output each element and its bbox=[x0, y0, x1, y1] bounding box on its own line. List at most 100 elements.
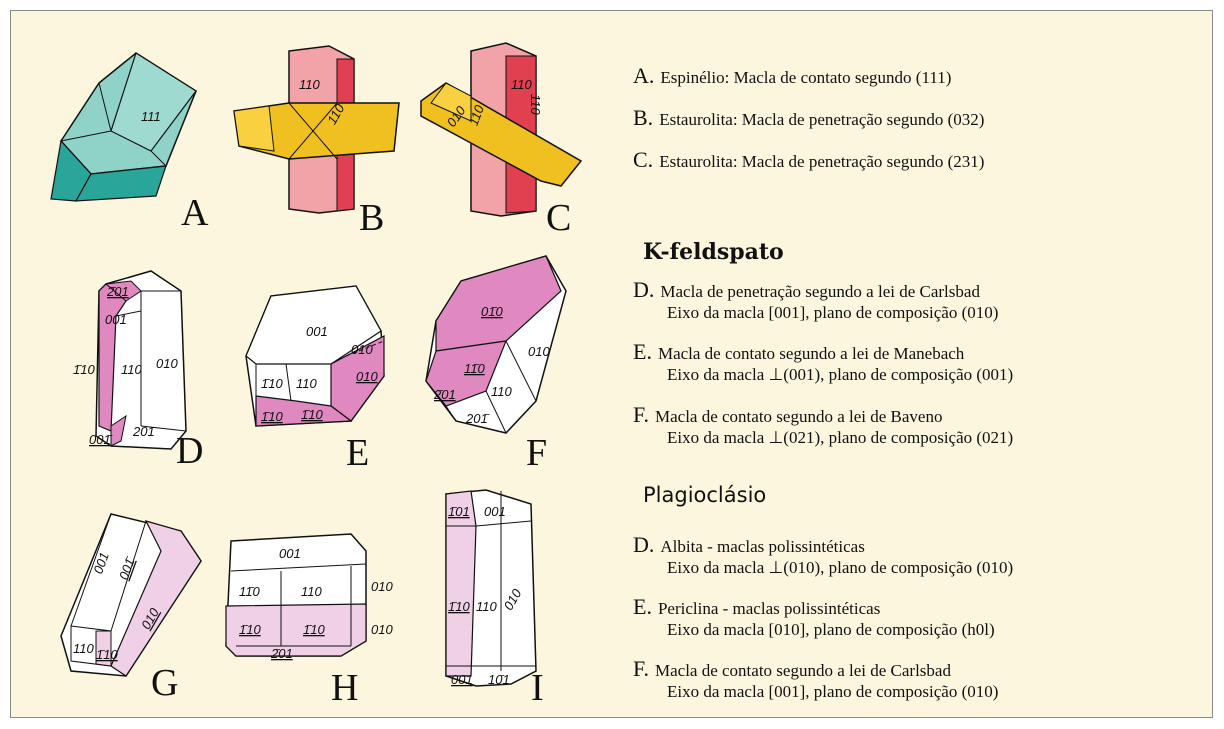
crystal-figures: 111 A 110 110 B bbox=[11, 11, 631, 717]
legend-letter: B. bbox=[633, 105, 654, 130]
legend-item-b: B. Estaurolita: Macla de penetração segun… bbox=[633, 107, 984, 130]
panel-b: 110 110 B bbox=[229, 41, 409, 239]
manebach-twin-drawing: 001 010 1̄10 110 010 1̄10 1̄10 bbox=[245, 285, 385, 427]
legend-letter: D. bbox=[633, 532, 655, 557]
face-label: 010 bbox=[371, 579, 393, 594]
legend-item-pl-d: D. Albita - maclas polissintéticas Eixo d… bbox=[633, 534, 1013, 578]
face-label: 110 bbox=[528, 94, 543, 115]
face-label: 110 bbox=[476, 599, 497, 614]
face-label: 1̄10 bbox=[239, 622, 261, 637]
face-label: 010 bbox=[156, 356, 178, 371]
face-label: 110 bbox=[296, 376, 317, 391]
face-label: 00̄1 bbox=[451, 672, 473, 687]
face-label: 1̄01 bbox=[448, 504, 470, 519]
face-label: 110 bbox=[466, 102, 487, 127]
legend-line2: Eixo da macla ⊥(001), plano de composiçã… bbox=[667, 365, 1014, 384]
face-label: 1̄10 bbox=[303, 622, 325, 637]
legend-line2: Eixo da macla ⊥(021), plano de composiçã… bbox=[667, 428, 1014, 447]
face-label: 001 bbox=[105, 312, 127, 327]
legend-item-kf-d: D. Macla de penetração segundo a lei de C… bbox=[633, 279, 998, 323]
face-label: 110 bbox=[301, 584, 322, 599]
panel-f: 01̄0 11̄0 010 2̄01 110 201̄ F bbox=[416, 251, 596, 481]
legend-line1: Macla de contato segundo a lei de Baveno bbox=[654, 407, 943, 426]
legend-line2: Eixo da macla [001], plano de composição… bbox=[667, 682, 999, 701]
face-label: 1̄10 bbox=[96, 647, 118, 662]
face-label: 1̄10 bbox=[301, 407, 323, 422]
face-label: 110 bbox=[73, 641, 94, 656]
legend-letter: E. bbox=[633, 339, 652, 364]
panel-label: C bbox=[546, 197, 572, 239]
face-label: 2̄01 bbox=[106, 284, 129, 299]
albite-twin-drawing: 001 001̄ 010 110 1̄10 bbox=[60, 513, 202, 677]
legend-line1: Macla de contato segundo a lei de Maneba… bbox=[657, 344, 965, 363]
face-label: 111 bbox=[141, 109, 161, 124]
face-label: 001 bbox=[306, 324, 328, 339]
legend: A.Espinélio: Macla de contato segundo (1… bbox=[633, 11, 1203, 711]
panel-c: 110 110 010 110 C bbox=[411, 41, 601, 241]
plagioclase-carlsbad-drawing: 1̄01 001 1̄10 110 010 00̄1 10̄1 bbox=[445, 489, 537, 687]
face-label: 01̄0 bbox=[481, 304, 503, 319]
legend-line1: Macla de penetração segundo a lei de Car… bbox=[660, 282, 980, 301]
legend-letter: E. bbox=[633, 594, 652, 619]
face-label: 11̄0 bbox=[464, 361, 485, 376]
face-label: 001 bbox=[484, 504, 506, 519]
panel-label: A bbox=[181, 192, 209, 234]
face-label: 11̄0 bbox=[239, 584, 260, 599]
face-label: 110 bbox=[491, 384, 512, 399]
face-label: 001 bbox=[279, 546, 301, 561]
face-label: 010 bbox=[351, 342, 373, 357]
legend-item-c: C. Estaurolita: Macla de penetração segun… bbox=[633, 149, 984, 172]
legend-item-pl-e: E. Periclina - maclas polissintéticas Eix… bbox=[633, 596, 995, 640]
baveno-twin-drawing: 01̄0 11̄0 010 2̄01 110 201̄ bbox=[425, 255, 567, 434]
panel-label: F bbox=[526, 432, 548, 474]
legend-text: Estaurolita: Macla de penetração segundo… bbox=[659, 110, 985, 129]
legend-item-pl-f: F.Macla de contato segundo a lei de Carl… bbox=[633, 658, 998, 702]
legend-line2: Eixo da macla [001], plano de composição… bbox=[667, 303, 999, 322]
face-label: 010 bbox=[356, 369, 378, 384]
legend-line2: Eixo da macla ⊥(010), plano de composiçã… bbox=[667, 558, 1014, 577]
legend-item-kf-e: E. Macla de contato segundo a lei de Mane… bbox=[633, 341, 1013, 385]
pericline-twin-drawing: 001 11̄0 110 010 1̄10 1̄10 010 2̄01 bbox=[225, 533, 393, 661]
face-label: 110 bbox=[299, 77, 320, 92]
legend-line1: Macla de contato segundo a lei de Carlsb… bbox=[654, 661, 951, 680]
legend-line2: Eixo da macla [010], plano de composição… bbox=[667, 620, 995, 639]
staurolite-cross-oblique-drawing: 110 110 010 110 bbox=[420, 42, 583, 217]
panel-label: H bbox=[331, 667, 359, 709]
legend-letter: F. bbox=[633, 402, 649, 427]
legend-line1: Periclina - maclas polissintéticas bbox=[657, 599, 881, 618]
face-label: 1̄10 bbox=[448, 599, 470, 614]
face-label: 2̄01 bbox=[433, 387, 456, 402]
spinel-twin-drawing: 111 bbox=[50, 52, 197, 202]
panel-d: 2̄01 001 1̄10 110 010 001̄ 201̄ D bbox=[71, 266, 241, 481]
panel-label: G bbox=[151, 662, 179, 704]
section-title-kfeldspato: K-feldspato bbox=[643, 239, 784, 265]
panel-i: 1̄01 001 1̄10 110 010 00̄1 10̄1 I bbox=[426, 486, 596, 711]
panel-e: 001 010 1̄10 110 010 1̄10 1̄10 E bbox=[236, 276, 416, 481]
face-label: 110 bbox=[511, 77, 532, 92]
panel-g: 001 001̄ 010 110 1̄10 G bbox=[51, 496, 231, 711]
figure-frame: 111 A 110 110 B bbox=[10, 10, 1213, 718]
panel-label: B bbox=[359, 197, 385, 239]
face-label: 1̄10 bbox=[73, 362, 95, 377]
legend-item-a: A.Espinélio: Macla de contato segundo (1… bbox=[633, 65, 951, 88]
face-label: 001 bbox=[90, 550, 112, 576]
panel-label: D bbox=[176, 430, 204, 472]
staurolite-cross-90-drawing: 110 110 bbox=[233, 45, 400, 214]
panel-label: E bbox=[346, 432, 370, 474]
face-label: 110 bbox=[121, 362, 142, 377]
face-label: 2̄01 bbox=[270, 646, 293, 661]
face-label: 10̄1 bbox=[488, 672, 510, 687]
panel-h: 001 11̄0 110 010 1̄10 1̄10 010 2̄01 H bbox=[211, 526, 411, 711]
face-label: 010 bbox=[528, 344, 550, 359]
face-label: 010 bbox=[371, 622, 393, 637]
section-title-plagioclasio: Plagioclásio bbox=[643, 483, 767, 507]
legend-line1: Albita - maclas polissintéticas bbox=[660, 537, 865, 556]
legend-text: Espinélio: Macla de contato segundo (111… bbox=[660, 68, 952, 87]
legend-text: Estaurolita: Macla de penetração segundo… bbox=[659, 152, 985, 171]
face-label: 201̄ bbox=[465, 411, 490, 426]
face-label: 001̄ bbox=[89, 432, 113, 447]
carlsbad-twin-drawing: 2̄01 001 1̄10 110 010 001̄ 201̄ bbox=[73, 270, 187, 450]
legend-letter: D. bbox=[633, 277, 655, 302]
panel-a: 111 A bbox=[31, 31, 221, 234]
legend-letter: C. bbox=[633, 147, 654, 172]
